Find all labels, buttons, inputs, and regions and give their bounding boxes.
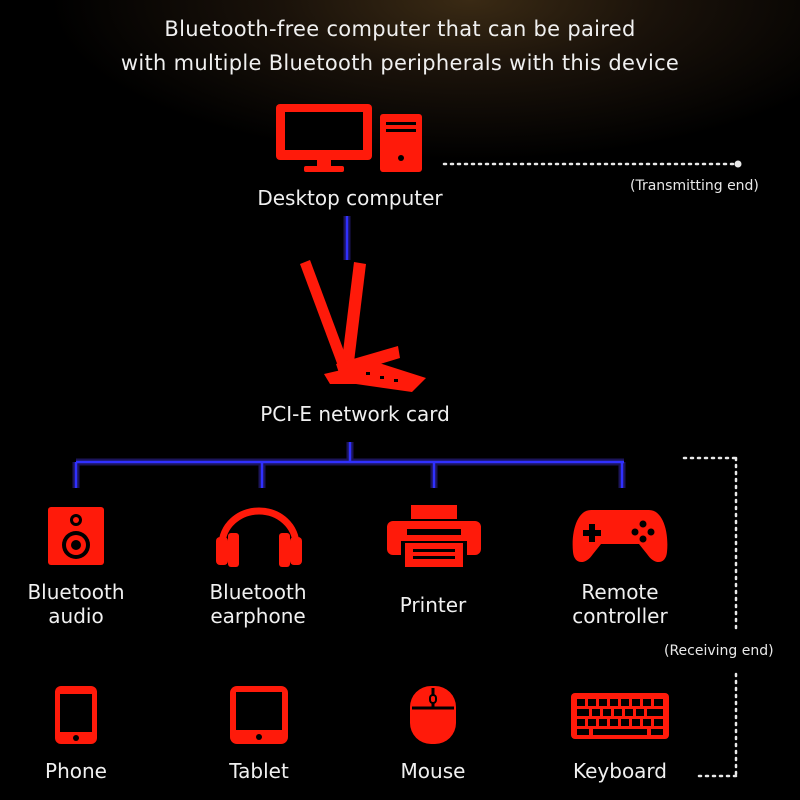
tablet-label: Tablet bbox=[229, 759, 289, 783]
connector-computer-card bbox=[343, 216, 351, 260]
phone-label: Phone bbox=[45, 759, 107, 783]
pcie-card-icon bbox=[300, 260, 426, 392]
distribution-tree bbox=[72, 442, 626, 488]
desktop-computer-icon bbox=[276, 104, 422, 172]
headline-line-2: with multiple Bluetooth peripherals with… bbox=[120, 51, 680, 75]
speaker-icon bbox=[48, 507, 104, 565]
desktop-computer-label: Desktop computer bbox=[257, 186, 443, 210]
receiving-dotted-bracket bbox=[682, 456, 738, 778]
tablet-icon bbox=[230, 686, 288, 744]
printer-icon bbox=[387, 505, 481, 567]
phone-icon bbox=[55, 686, 97, 744]
transmitting-dotted-line bbox=[442, 160, 742, 168]
mouse-label: Mouse bbox=[400, 759, 466, 783]
keyboard-icon bbox=[571, 693, 669, 739]
receiving-end-label: (Receiving end) bbox=[664, 643, 774, 659]
printer-label: Printer bbox=[399, 593, 467, 617]
transmitting-end-label: (Transmitting end) bbox=[630, 178, 759, 194]
headline-line-1: Bluetooth-free computer that can be pair… bbox=[164, 17, 636, 41]
mouse-icon bbox=[410, 686, 456, 744]
pcie-card-label: PCI-E network card bbox=[260, 402, 450, 426]
gamepad-icon bbox=[572, 510, 668, 563]
keyboard-label: Keyboard bbox=[572, 759, 667, 783]
headphones-icon bbox=[216, 507, 302, 567]
